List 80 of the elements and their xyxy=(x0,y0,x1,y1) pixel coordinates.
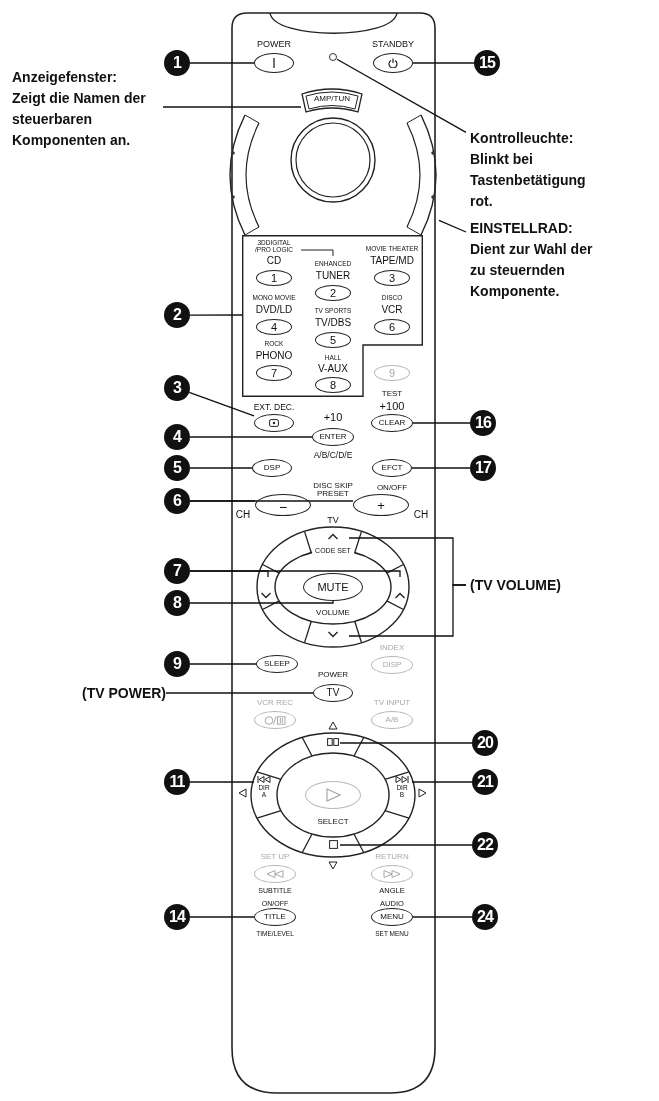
dial-wheel xyxy=(227,113,439,237)
button-label: CH xyxy=(235,509,251,521)
leader-line xyxy=(189,663,257,665)
button-label: RETURN xyxy=(375,852,409,862)
callout-number: 21 xyxy=(472,769,498,795)
callout-number: 2 xyxy=(164,302,190,328)
button-label: A/B/C/D/E xyxy=(313,450,353,460)
callout-number: 24 xyxy=(472,904,498,930)
callout-number: 17 xyxy=(470,455,496,481)
button-label: V-AUX xyxy=(318,363,348,375)
button-label: STANDBY xyxy=(372,40,414,50)
callout-number: 14 xyxy=(164,904,190,930)
leader-line xyxy=(189,500,354,502)
button-label: ON/OFF xyxy=(376,483,408,493)
button-label: TV INPUT xyxy=(373,698,411,708)
callout-number: 3 xyxy=(164,375,190,401)
leader-line xyxy=(189,62,255,64)
button-label: DVD/LD xyxy=(255,304,293,316)
callout-number: 22 xyxy=(472,832,498,858)
leader-line xyxy=(411,467,471,469)
button-label: TV xyxy=(327,516,339,526)
leader-line xyxy=(189,781,255,783)
leader-line xyxy=(438,219,467,233)
button-label: CD xyxy=(266,255,282,267)
button-label: TUNER xyxy=(315,270,351,282)
leader-line xyxy=(162,106,302,108)
button-label: DISC SKIP PRESET xyxy=(312,481,354,499)
annotation-text: Dient zur Wahl der zu steuernden Komponente. xyxy=(470,240,594,301)
callout-number: 15 xyxy=(474,50,500,76)
annotation-text: (TV VOLUME) xyxy=(470,576,562,595)
leader-line xyxy=(412,62,475,64)
leader-line xyxy=(189,600,334,604)
button-label: TAPE/MD xyxy=(370,255,414,267)
leader-line xyxy=(165,692,314,694)
leader-line xyxy=(411,781,473,783)
button-label: PHONO xyxy=(255,350,293,362)
button-label: TEST xyxy=(381,389,403,399)
leader-line xyxy=(189,916,255,918)
annotation-text: Blinkt bei Tastenbetätigung rot. xyxy=(470,150,587,211)
leader-line xyxy=(189,314,243,316)
leader-line xyxy=(336,58,467,133)
button-label: EXT. DEC. xyxy=(253,402,295,412)
leader-line xyxy=(348,584,467,637)
button-label: VCR xyxy=(381,304,403,316)
callout-number: 9 xyxy=(164,651,190,677)
button-label: CH xyxy=(413,509,429,521)
leader-line xyxy=(189,570,401,578)
callout-number: 5 xyxy=(164,455,190,481)
annotation-text: EINSTELLRAD: xyxy=(470,219,574,238)
leader-line xyxy=(189,467,253,469)
callout-number: 4 xyxy=(164,424,190,450)
button-label: SET UP xyxy=(260,852,290,862)
leader-line xyxy=(189,436,313,438)
button-label: POWER xyxy=(257,40,291,50)
button-label: VOLUME xyxy=(316,608,350,618)
annotation-text: Kontrolleuchte: xyxy=(470,129,575,148)
callout-number: 16 xyxy=(470,410,496,436)
button-label: VCR REC xyxy=(257,698,293,708)
button-label: +10 xyxy=(323,412,343,424)
annotation-text: (TV POWER) xyxy=(81,684,166,703)
button-label: INDEX xyxy=(379,643,405,653)
button-label: TV/DBS xyxy=(314,317,352,329)
leader-line xyxy=(339,742,473,744)
callout-number: 8 xyxy=(164,590,190,616)
annotation-text: Anzeigefenster: xyxy=(12,68,119,87)
callout-number: 1 xyxy=(164,50,190,76)
callout-number: 7 xyxy=(164,558,190,584)
leader-line xyxy=(412,916,473,918)
leader-line xyxy=(188,391,255,417)
button-label: SELECT xyxy=(317,817,349,827)
callout-number: 11 xyxy=(164,769,190,795)
callout-number: 6 xyxy=(164,488,190,514)
callout-number: 20 xyxy=(472,730,498,756)
leader-line xyxy=(412,422,471,424)
button-panel xyxy=(242,235,423,397)
display-window: AMP/TUN xyxy=(301,87,363,113)
leader-line xyxy=(339,844,473,846)
button-label: POWER xyxy=(317,670,349,680)
annotation-text: Zeigt die Namen der steuerbaren Komponenten an. xyxy=(12,89,147,150)
button-label: +100 xyxy=(379,401,405,413)
